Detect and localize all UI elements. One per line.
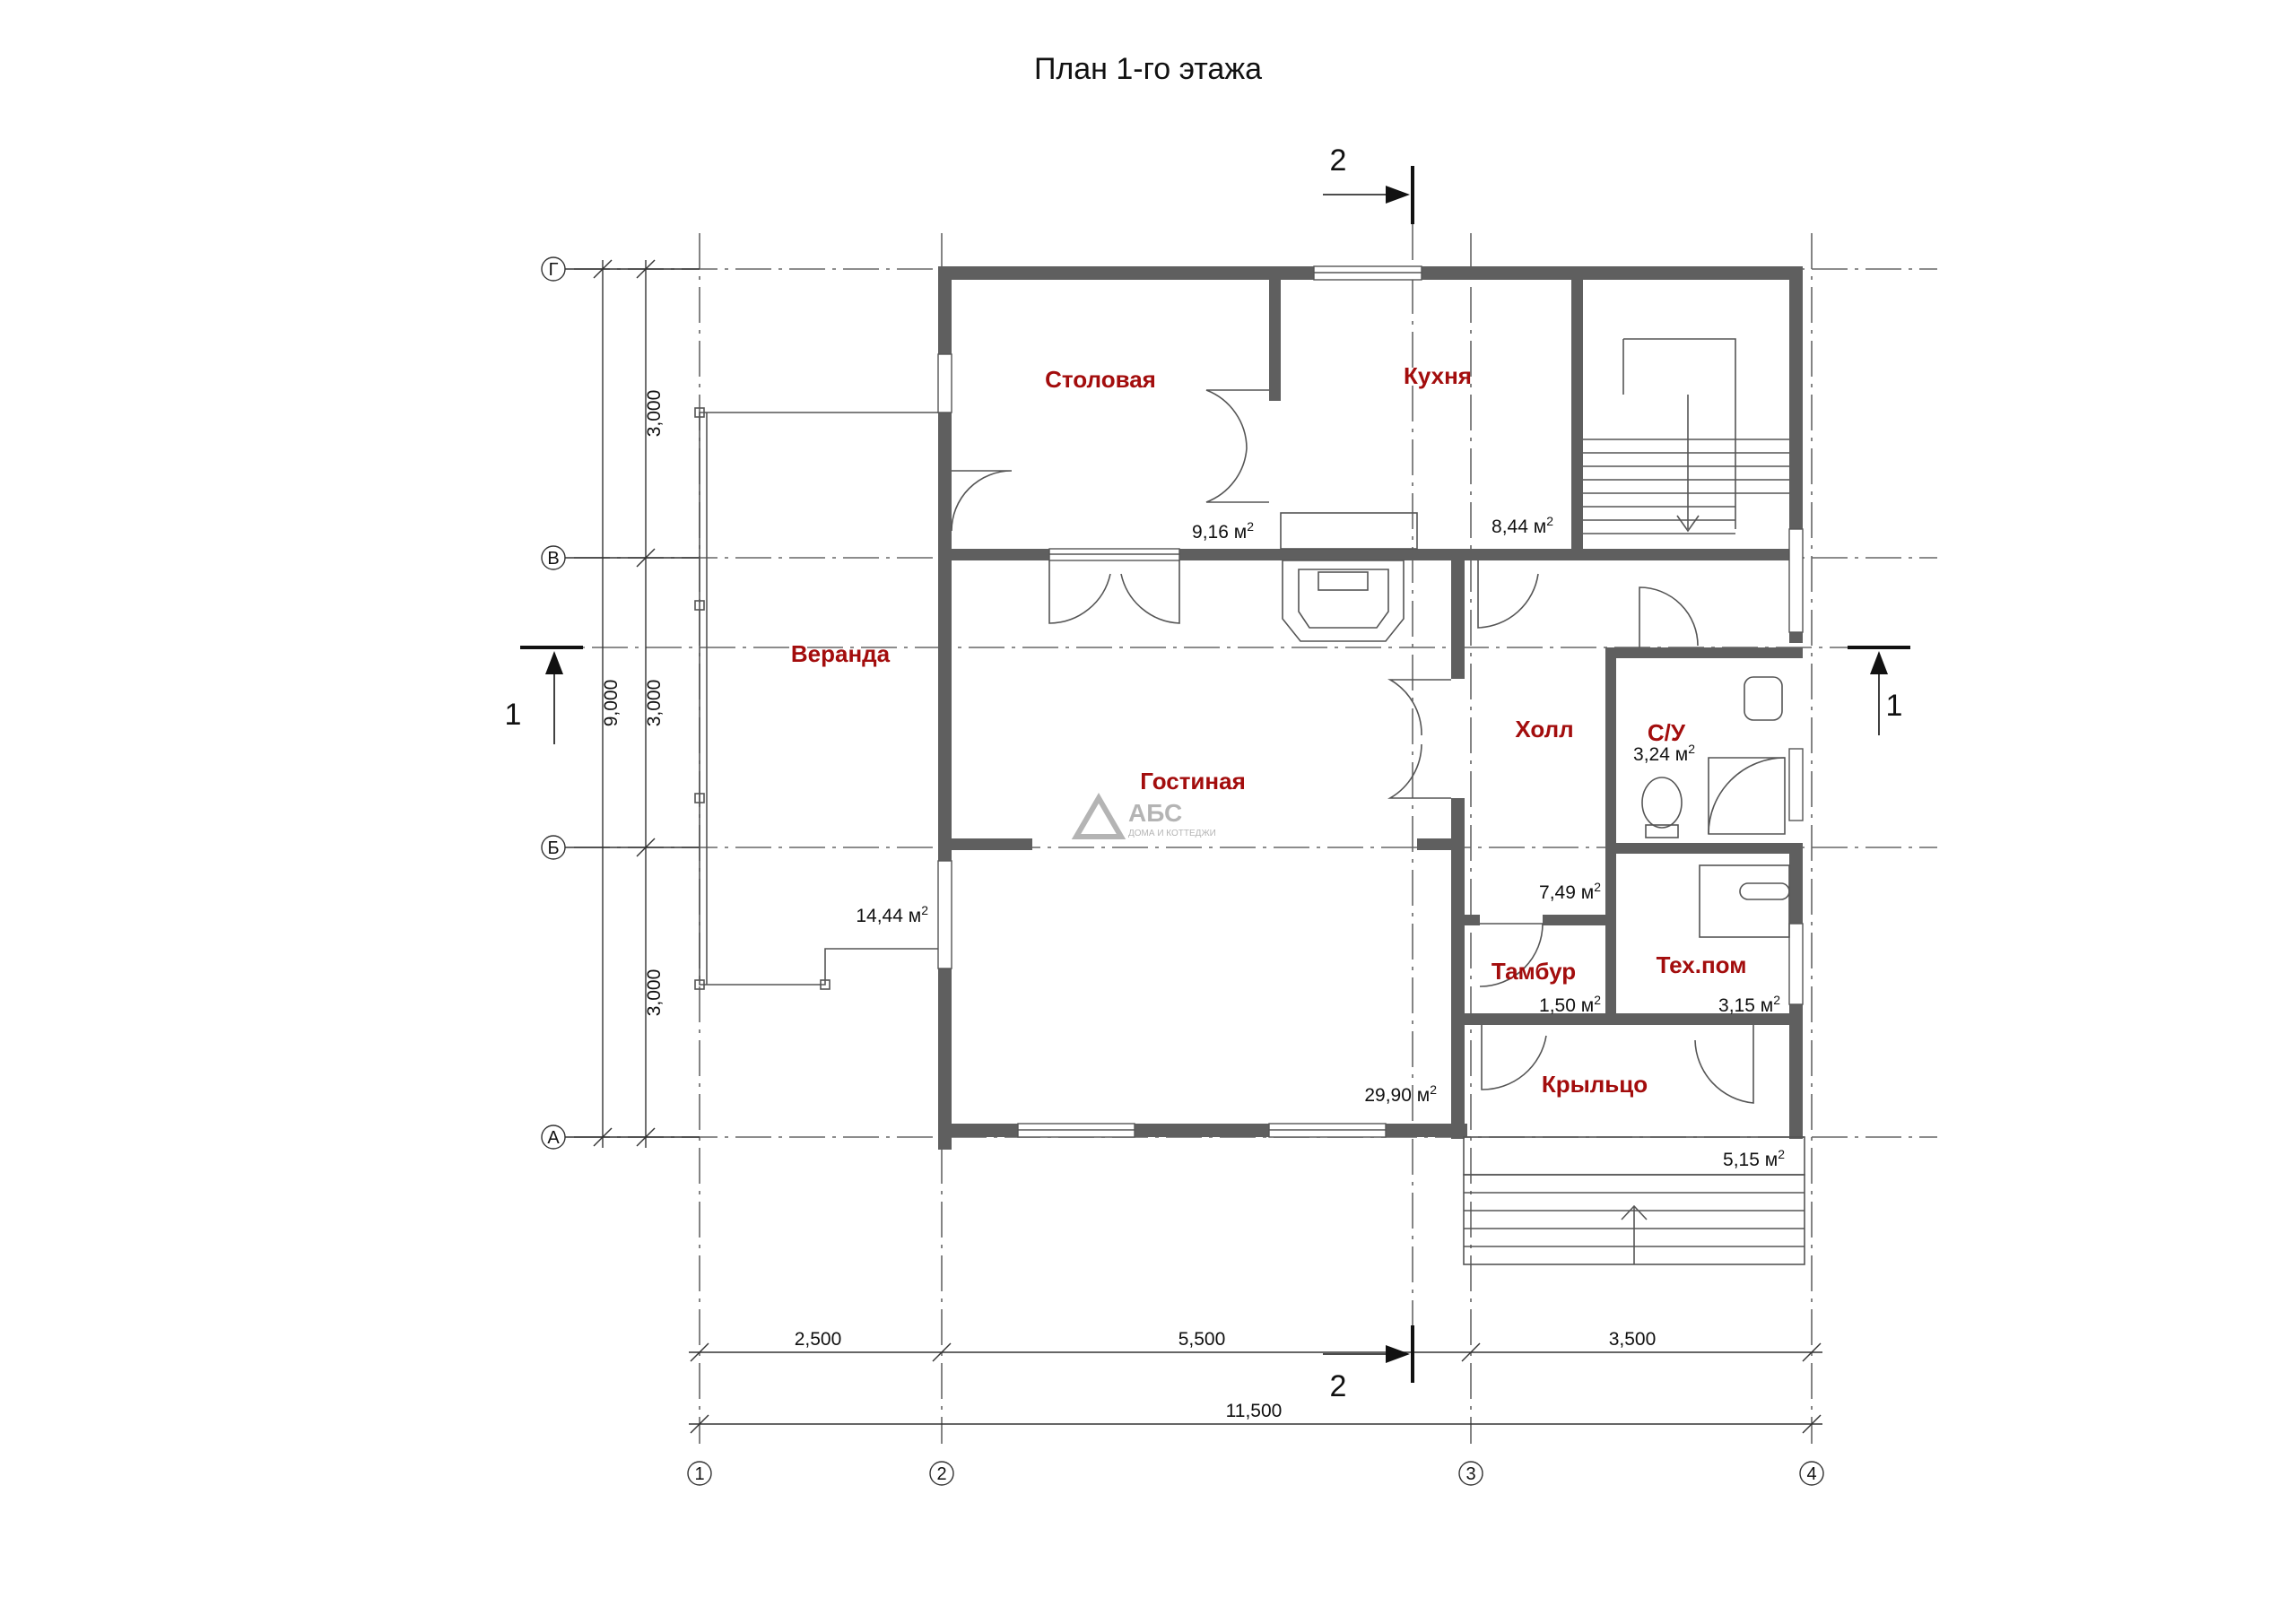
section-mark-2-bottom: 2 bbox=[1323, 1325, 1414, 1403]
section-mark-1-right: 1 bbox=[1848, 646, 1910, 735]
room-area: 7,49 м2 bbox=[1539, 880, 1601, 903]
room-area: 3,24 м2 bbox=[1633, 742, 1695, 765]
dimension-total-label: 9,000 bbox=[601, 680, 622, 727]
section-label: 1 bbox=[505, 698, 522, 732]
dimension-label: 2,500 bbox=[795, 1329, 842, 1350]
room-area: 1,50 м2 bbox=[1539, 993, 1601, 1016]
row-axis-label: Б bbox=[547, 838, 559, 858]
windows bbox=[937, 265, 1804, 1138]
room-name: Гостиная bbox=[1140, 768, 1246, 795]
column-axis-label: 1 bbox=[694, 1464, 704, 1484]
room-area: 9,16 м2 bbox=[1192, 519, 1254, 543]
area-labels: 9,16 м2 8,44 м2 14,44 м2 29,90 м2 7,49 м… bbox=[856, 514, 1785, 1170]
porch-steps bbox=[1463, 1136, 1805, 1265]
section-label: 2 bbox=[1330, 143, 1347, 178]
room-name: Веранда bbox=[791, 640, 891, 667]
logo-subtitle: ДОМА И КОТТЕДЖИ bbox=[1128, 829, 1216, 838]
section-mark-1-left: 1 bbox=[505, 646, 583, 744]
staircase bbox=[1583, 338, 1789, 534]
dimension-label: 3,000 bbox=[644, 390, 665, 438]
row-axis-markers: Г В Б А bbox=[541, 256, 700, 1150]
dimension-label: 3,000 bbox=[644, 969, 665, 1017]
room-area: 8,44 м2 bbox=[1492, 514, 1553, 537]
horizontal-dimensions: 2,500 5,500 3,500 11,500 bbox=[689, 1329, 1822, 1434]
dimension-label: 3,500 bbox=[1609, 1329, 1657, 1350]
column-axis-label: 4 bbox=[1806, 1464, 1816, 1484]
kitchen-fixtures bbox=[1280, 512, 1418, 642]
vertical-dimensions: 3,000 3,000 3,000 9,000 bbox=[593, 259, 665, 1148]
walls bbox=[938, 266, 1803, 1150]
dimension-label: 3,000 bbox=[644, 680, 665, 727]
row-axis-label: Г bbox=[549, 260, 559, 280]
doors bbox=[951, 389, 1754, 1104]
company-logo: АБС ДОМА И КОТТЕДЖИ bbox=[1071, 793, 1216, 839]
room-name: Тамбур bbox=[1492, 958, 1576, 985]
veranda-outline bbox=[694, 407, 949, 990]
section-label: 1 bbox=[1886, 689, 1903, 723]
room-labels: Столовая Кухня Веранда Гостиная Холл С/У… bbox=[791, 362, 1747, 1098]
dimension-label: 5,500 bbox=[1178, 1329, 1226, 1350]
room-name: Столовая bbox=[1045, 366, 1156, 393]
room-name: Тех.пом bbox=[1657, 951, 1747, 978]
room-name: С/У bbox=[1648, 719, 1686, 746]
column-axis-label: 2 bbox=[936, 1464, 946, 1484]
room-name: Кухня bbox=[1404, 362, 1472, 389]
dimension-total-label: 11,500 bbox=[1226, 1401, 1283, 1421]
plan-title: План 1-го этажа bbox=[1034, 52, 1262, 86]
logo-text: АБС bbox=[1128, 799, 1182, 827]
logo-triangle-icon bbox=[1071, 793, 1126, 839]
room-name: Холл bbox=[1515, 716, 1573, 743]
room-name: Крыльцо bbox=[1542, 1071, 1648, 1098]
column-axis-label: 3 bbox=[1465, 1464, 1475, 1484]
section-mark-2-top: 2 bbox=[1323, 143, 1414, 224]
section-label: 2 bbox=[1330, 1369, 1347, 1403]
room-area: 29,90 м2 bbox=[1364, 1082, 1437, 1106]
bathroom-fixtures bbox=[1641, 676, 1790, 938]
row-axis-label: В bbox=[547, 549, 559, 569]
row-axis-label: А bbox=[547, 1128, 560, 1148]
room-area: 14,44 м2 bbox=[856, 903, 928, 926]
column-axis-markers: 1 2 3 4 bbox=[687, 1461, 1824, 1486]
room-area: 5,15 м2 bbox=[1723, 1147, 1785, 1170]
room-area: 3,15 м2 bbox=[1718, 993, 1780, 1016]
